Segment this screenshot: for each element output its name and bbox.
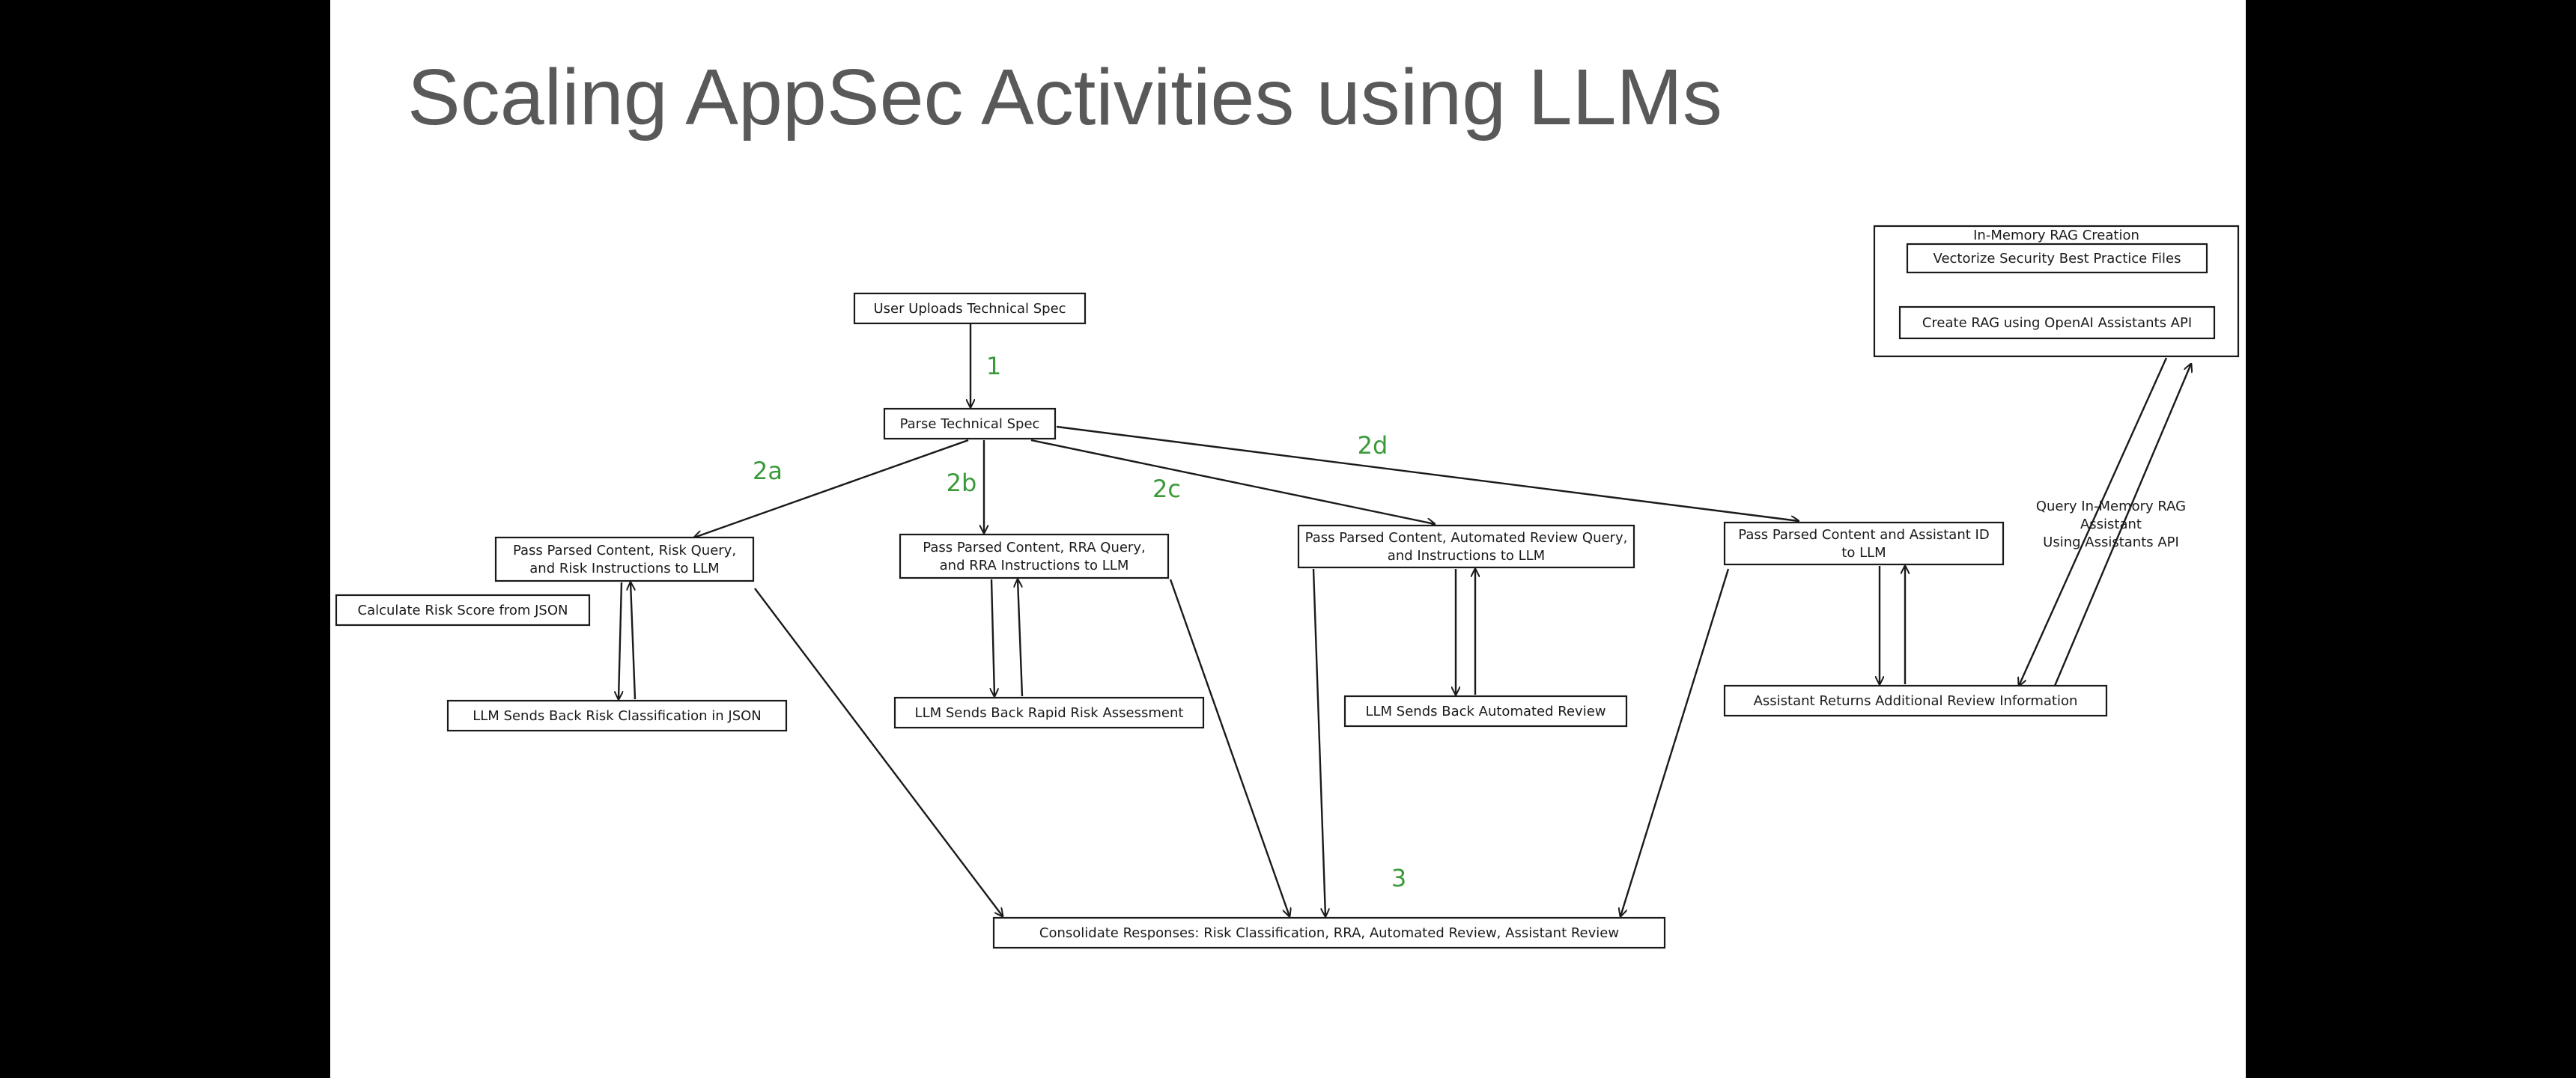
node-label: Assistant <box>2080 517 2142 532</box>
node-label: to LLM <box>1841 545 1886 561</box>
step-label-1: 1 <box>986 352 1001 380</box>
edge-rra-to-llm <box>991 579 994 696</box>
node-box <box>446 699 788 732</box>
node-label: User Uploads Technical Spec <box>873 301 1066 317</box>
node-box <box>1297 524 1635 569</box>
step-label-3: 3 <box>1391 864 1406 892</box>
edge-return-to-create <box>2053 364 2191 686</box>
step-label-2b: 2b <box>947 469 977 497</box>
node-label: Assistant Returns Additional Review Info… <box>1754 693 2078 709</box>
node-assistant-returns: Assistant Returns Additional Review Info… <box>1723 684 2108 717</box>
node-box <box>335 594 591 627</box>
node-box <box>1723 521 2005 566</box>
node-label: LLM Sends Back Risk Classification in JS… <box>473 708 762 724</box>
edge-auto-consolidate <box>1312 568 1325 916</box>
node-vectorize: Vectorize Security Best Practice Files <box>1906 243 2208 274</box>
node-llm-rra: LLM Sends Back Rapid Risk Assessment <box>893 696 1205 729</box>
node-llm-auto: LLM Sends Back Automated Review <box>1343 695 1628 728</box>
edge-risk-to-llm <box>619 582 622 699</box>
node-label: and Risk Instructions to LLM <box>529 561 719 576</box>
slide: Scaling AppSec Activities using LLMs In-… <box>330 0 2246 1078</box>
edge-create-to-return <box>2019 357 2168 686</box>
node-box <box>893 696 1205 729</box>
node-rra-query: Pass Parsed Content, RRA Query, and RRA I… <box>899 533 1170 579</box>
node-box <box>853 292 1087 325</box>
step-label-2a: 2a <box>753 457 783 485</box>
edge-assistant-consolidate <box>1620 568 1730 916</box>
edge-llm-to-rra <box>1018 579 1024 697</box>
node-assistant-query: Pass Parsed Content and Assistant ID to L… <box>1723 521 2005 566</box>
node-box <box>883 407 1057 440</box>
node-label: Create RAG using OpenAI Assistants API <box>1922 315 2192 331</box>
node-calc-risk: Calculate Risk Score from JSON <box>335 594 591 627</box>
node-label: Pass Parsed Content and Assistant ID <box>1738 527 1989 543</box>
node-label: Vectorize Security Best Practice Files <box>1933 251 2181 267</box>
node-label: Calculate Risk Score from JSON <box>358 603 568 618</box>
edge-parse-risk <box>694 439 969 538</box>
node-auto-query: Pass Parsed Content, Automated Review Qu… <box>1297 524 1635 569</box>
node-box <box>1723 684 2108 717</box>
step-label-2c: 2c <box>1152 475 1181 503</box>
node-box <box>1898 305 2216 340</box>
node-label: Parse Technical Spec <box>900 416 1040 432</box>
node-label: Using Assistants API <box>2043 535 2179 550</box>
node-box <box>494 536 755 582</box>
diagram-edges <box>619 274 2191 916</box>
step-label-2d: 2d <box>1358 431 1388 460</box>
node-upload: User Uploads Technical Spec <box>853 292 1087 325</box>
node-label: LLM Sends Back Rapid Risk Assessment <box>915 705 1184 721</box>
node-parse: Parse Technical Spec <box>883 407 1057 440</box>
node-consolidate: Consolidate Responses: Risk Classificati… <box>992 916 1666 949</box>
node-risk-query: Pass Parsed Content, Risk Query, and Risk… <box>494 536 755 582</box>
edge-risk-consolidate <box>754 588 1003 916</box>
edge-llm-to-risk <box>631 582 637 700</box>
node-label: and RRA Instructions to LLM <box>940 558 1129 573</box>
node-label: Pass Parsed Content, RRA Query, <box>923 540 1145 555</box>
slide-title: Scaling AppSec Activities using LLMs <box>407 53 1722 141</box>
node-label: Pass Parsed Content, Automated Review Qu… <box>1305 530 1628 546</box>
edge-parse-assistant <box>1056 425 1799 521</box>
node-label: Consolidate Responses: Risk Classificati… <box>1039 925 1619 941</box>
edge-parse-auto <box>1030 439 1435 524</box>
edge-rra-consolidate <box>1169 579 1289 916</box>
node-llm-risk: LLM Sends Back Risk Classification in JS… <box>446 699 788 732</box>
node-label: LLM Sends Back Automated Review <box>1365 704 1606 719</box>
node-box <box>899 533 1170 579</box>
node-label: In-Memory RAG Creation <box>1973 228 2139 243</box>
node-label: Pass Parsed Content, Risk Query, <box>513 543 736 558</box>
node-label: Query In-Memory RAG <box>2036 499 2186 514</box>
node-create-rag: Create RAG using OpenAI Assistants API <box>1898 305 2216 340</box>
node-box <box>1906 243 2208 274</box>
node-box <box>1343 695 1628 728</box>
node-label: and Instructions to LLM <box>1388 548 1545 564</box>
diagram-step-labels: 1 2a 2b 2c 2d 3 <box>753 352 1406 892</box>
node-box <box>992 916 1666 949</box>
